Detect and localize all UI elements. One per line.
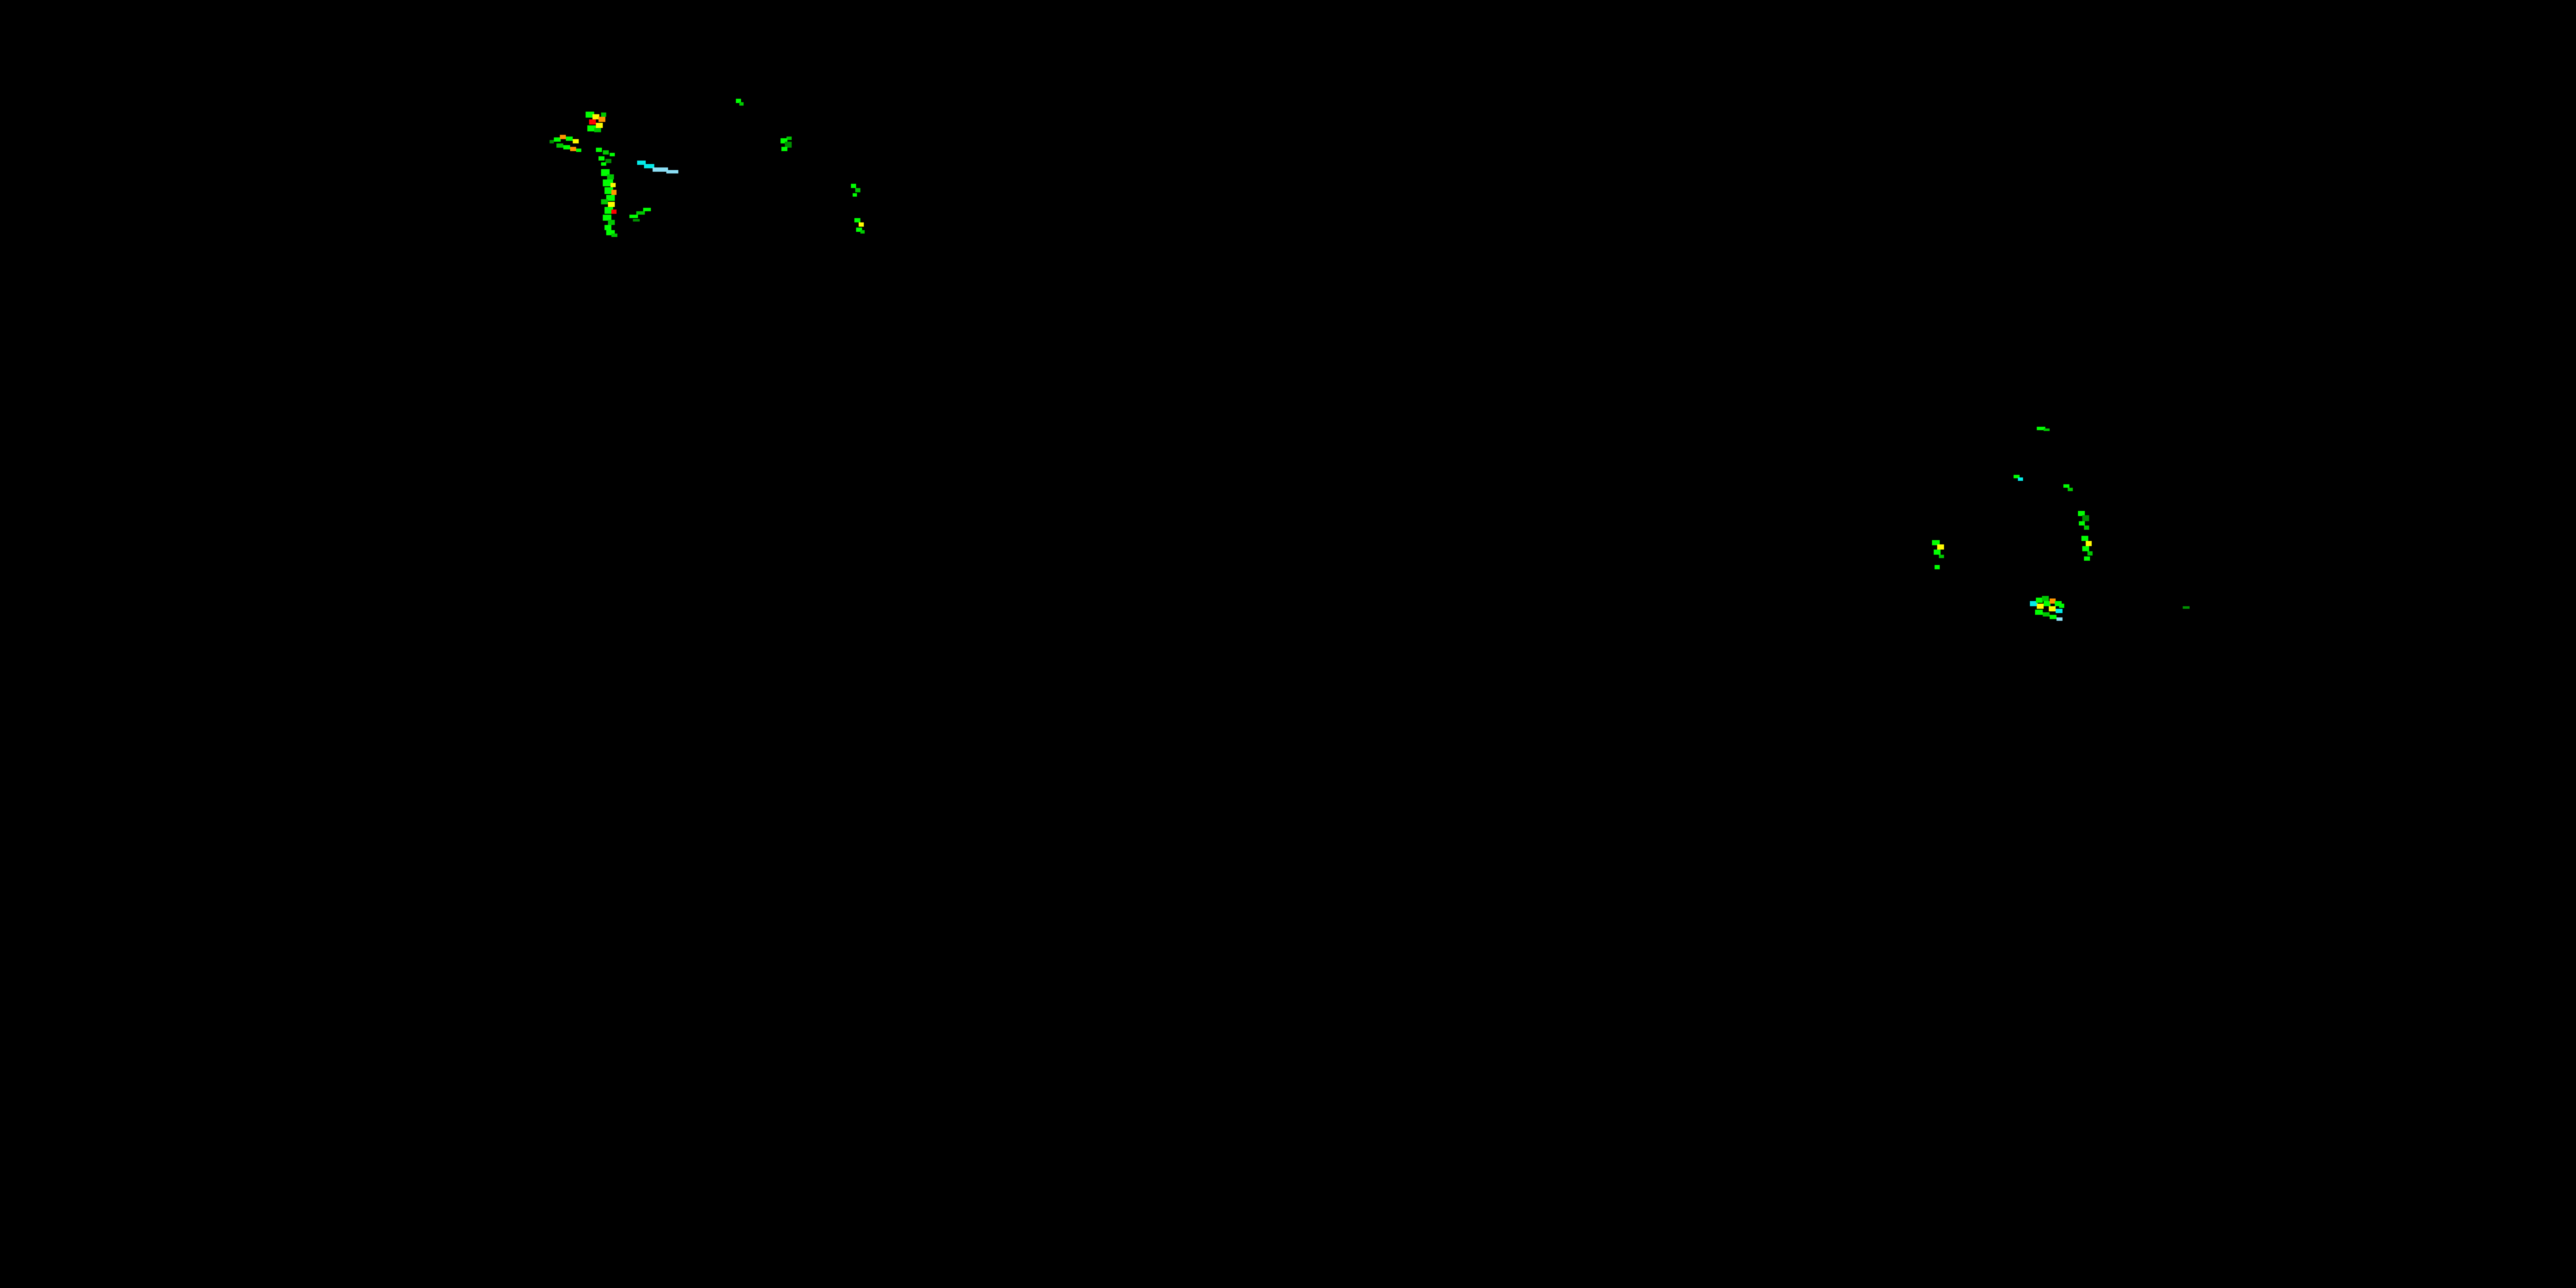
radar-echo-canvas (0, 0, 2576, 1288)
radar-display (0, 0, 2576, 1288)
